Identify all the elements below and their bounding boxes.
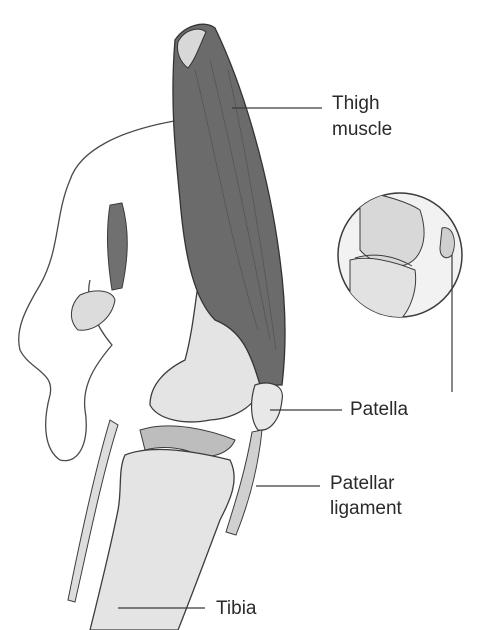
label-tibia: Tibia — [216, 597, 256, 620]
inner-bone-fragment — [71, 291, 115, 330]
knee-detail-inset — [338, 190, 462, 320]
label-patella: Patella — [350, 398, 408, 421]
label-muscle: muscle — [332, 118, 392, 141]
label-thigh: Thigh — [332, 92, 380, 115]
label-ligament: ligament — [330, 497, 402, 520]
inner-muscle — [107, 203, 127, 290]
tibia — [90, 450, 234, 630]
label-patellar: Patellar — [330, 472, 394, 495]
patella-bone — [252, 383, 283, 430]
